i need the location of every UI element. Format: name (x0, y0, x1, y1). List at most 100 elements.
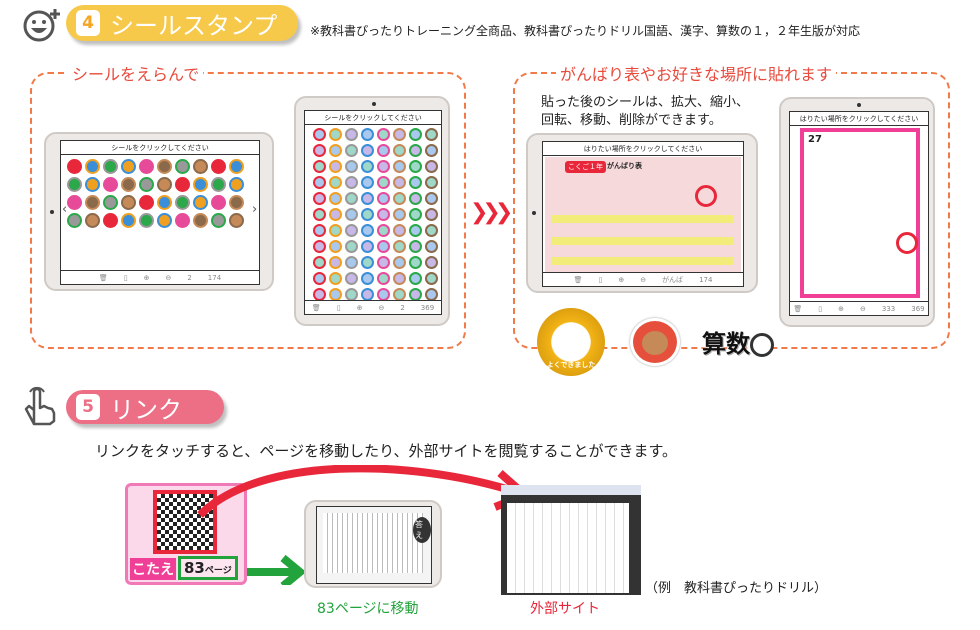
sticker[interactable] (193, 159, 208, 174)
sticker[interactable] (377, 256, 390, 269)
sticker[interactable] (361, 272, 374, 285)
sticker[interactable] (361, 144, 374, 157)
sticker[interactable] (329, 240, 342, 253)
sticker[interactable] (229, 159, 244, 174)
sticker[interactable] (425, 160, 438, 173)
sticker[interactable] (139, 177, 154, 192)
progress-chart[interactable]: こくご１年 がんばり表 (545, 157, 741, 273)
sticker[interactable] (345, 128, 358, 141)
sticker[interactable] (377, 240, 390, 253)
sticker[interactable] (103, 159, 118, 174)
sticker[interactable] (103, 195, 118, 210)
sticker[interactable] (425, 144, 438, 157)
sticker[interactable] (121, 213, 136, 228)
sticker[interactable] (345, 144, 358, 157)
sticker[interactable] (393, 240, 406, 253)
sticker[interactable] (393, 272, 406, 285)
sticker[interactable] (361, 128, 374, 141)
sticker[interactable] (157, 195, 172, 210)
sticker[interactable] (361, 208, 374, 221)
sticker[interactable] (361, 256, 374, 269)
sticker[interactable] (313, 192, 326, 205)
page-number[interactable]: 333 (881, 304, 896, 313)
sticker[interactable] (409, 240, 422, 253)
sticker[interactable] (329, 208, 342, 221)
sticker[interactable] (425, 240, 438, 253)
sticker[interactable] (329, 176, 342, 189)
sticker[interactable] (425, 256, 438, 269)
page-number[interactable]: がんば (662, 275, 684, 284)
sticker[interactable] (121, 159, 136, 174)
sticker[interactable] (67, 177, 82, 192)
sticker[interactable] (393, 256, 406, 269)
sticker[interactable] (345, 176, 358, 189)
sticker[interactable] (425, 176, 438, 189)
sticker[interactable] (229, 213, 244, 228)
sticker[interactable] (393, 224, 406, 237)
sticker[interactable] (157, 213, 172, 228)
sticker[interactable] (425, 208, 438, 221)
sticker[interactable] (313, 240, 326, 253)
sticker[interactable] (229, 177, 244, 192)
sticker[interactable] (361, 192, 374, 205)
sticker[interactable] (409, 160, 422, 173)
sticker[interactable] (211, 213, 226, 228)
sticker[interactable] (393, 176, 406, 189)
sticker[interactable] (409, 192, 422, 205)
sticker[interactable] (103, 177, 118, 192)
sticker[interactable] (377, 176, 390, 189)
prev-arrow-icon[interactable]: ‹ (62, 202, 68, 217)
worksheet[interactable]: 27 (800, 128, 920, 298)
sticker[interactable] (175, 195, 190, 210)
sticker[interactable] (393, 128, 406, 141)
sticker[interactable] (67, 213, 82, 228)
sticker[interactable] (313, 160, 326, 173)
sticker[interactable] (157, 159, 172, 174)
sticker[interactable] (409, 144, 422, 157)
sticker[interactable] (313, 208, 326, 221)
next-arrow-icon[interactable]: › (252, 202, 258, 217)
sticker[interactable] (361, 160, 374, 173)
sticker[interactable] (409, 256, 422, 269)
sticker-grid[interactable] (67, 159, 244, 228)
sticker[interactable] (211, 159, 226, 174)
sticker[interactable] (157, 177, 172, 192)
sticker[interactable] (313, 176, 326, 189)
sticker[interactable] (193, 213, 208, 228)
sticker[interactable] (345, 208, 358, 221)
sticker[interactable] (409, 208, 422, 221)
sticker[interactable] (329, 272, 342, 285)
sticker[interactable] (393, 160, 406, 173)
sticker[interactable] (175, 213, 190, 228)
sticker[interactable] (67, 195, 82, 210)
sticker[interactable] (345, 192, 358, 205)
sticker[interactable] (361, 224, 374, 237)
page-number[interactable]: 2 (400, 303, 405, 312)
sticker[interactable] (211, 177, 226, 192)
sticker[interactable] (377, 192, 390, 205)
sticker[interactable] (377, 272, 390, 285)
sticker[interactable] (329, 192, 342, 205)
sticker[interactable] (313, 144, 326, 157)
sticker[interactable] (409, 224, 422, 237)
sticker[interactable] (377, 208, 390, 221)
sticker[interactable] (329, 160, 342, 173)
sticker[interactable] (393, 192, 406, 205)
sticker[interactable] (139, 213, 154, 228)
sticker[interactable] (85, 177, 100, 192)
sticker[interactable] (175, 159, 190, 174)
sticker[interactable] (345, 240, 358, 253)
sticker[interactable] (425, 272, 438, 285)
sticker[interactable] (193, 195, 208, 210)
sticker[interactable] (85, 213, 100, 228)
sticker[interactable] (329, 128, 342, 141)
sticker[interactable] (377, 128, 390, 141)
sticker[interactable] (425, 224, 438, 237)
sticker[interactable] (175, 177, 190, 192)
sticker[interactable] (229, 195, 244, 210)
sticker[interactable] (425, 128, 438, 141)
sticker[interactable] (121, 195, 136, 210)
sticker[interactable] (313, 272, 326, 285)
sticker[interactable] (377, 160, 390, 173)
page-link[interactable]: 83ページ (178, 556, 238, 580)
